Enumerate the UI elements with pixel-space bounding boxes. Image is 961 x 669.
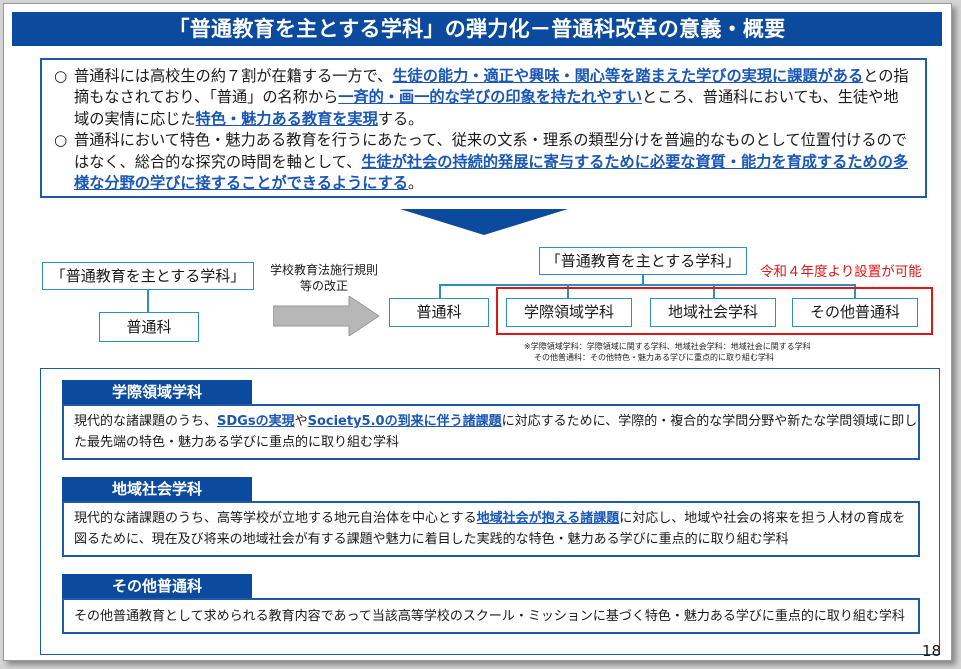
right-arrow-icon	[273, 296, 379, 336]
footnote-line1: ※学際領域学科：学際領域に関する学科、地域社会学科：地域社会に関する学科	[524, 342, 811, 351]
tree-bar	[439, 284, 855, 286]
summary-text: との指摘もなされており、「普通」の名称から	[74, 67, 909, 107]
slide: 「普通教育を主とする学科」の弾力化－普通科改革の意義・概要 ○ 普通科には高校生…	[3, 3, 952, 661]
left-heading-box: 「普通教育を主とする学科」	[42, 262, 254, 290]
section-tag-interdisciplinary: 学際領域学科	[62, 380, 252, 404]
left-connector	[147, 290, 149, 312]
slide-title: 「普通教育を主とする学科」の弾力化－普通科改革の意義・概要	[12, 12, 942, 46]
new-departments-frame	[496, 287, 933, 335]
summary-highlight: 生徒の能力・適正や興味・関心等を踏まえた学びの実現に課題がある	[392, 67, 864, 86]
section-body-community: 現代的な諸課題のうち、高等学校が立地する地元自治体を中心とする地域社会が抱える諸…	[62, 501, 920, 557]
right-item-interdisciplinary: 学際領域学科	[506, 298, 632, 327]
summary-highlight: 生徒が社会の持続的発展に寄与するために必要な資質・能力を育成するための多様な分野…	[74, 152, 909, 193]
section-text: その他普通教育として求められる教育内容であって当該高等学校のスクール・ミッション…	[74, 609, 905, 624]
summary-text: 普通科において特色・魅力ある教育を行うにあたって、従来の文系・理系の類型分けを普…	[74, 131, 907, 171]
summary-item-2: ○ 普通科において特色・魅力ある教育を行うにあたって、従来の文系・理系の類型分け…	[54, 130, 913, 194]
section-highlight: SDGsの実現	[217, 414, 295, 429]
right-item-futsuka: 普通科	[389, 298, 489, 327]
bullet-2: ○	[54, 131, 68, 150]
right-item-other: その他普通科	[792, 298, 918, 327]
law-revision-note: 学校教育法施行規則 等の改正	[254, 262, 394, 294]
red-note: 令和４年度より設置が可能	[760, 264, 922, 280]
section-body-interdisciplinary: 現代的な諸課題のうち、SDGsの実現やSociety5.0の到来に伴う諸課題に対…	[62, 404, 920, 460]
section-text: 現代的な諸課題のうち、高等学校が立地する地元自治体を中心とする	[74, 511, 477, 526]
right-item-community: 地域社会学科	[650, 298, 776, 327]
law-note-line1: 学校教育法施行規則	[269, 263, 378, 277]
tree-stem	[642, 275, 644, 285]
left-item-futsuka: 普通科	[99, 312, 199, 342]
details-frame	[40, 368, 940, 655]
summary-text: 。	[407, 174, 424, 193]
summary-text: 普通科には高校生の約７割が在籍する一方で、	[74, 67, 393, 86]
summary-highlight: 一斉的・画一的な学びの印象を持たれやすい	[338, 88, 643, 107]
section-text: に対応し、地域や社会の将来を担う人材の育成を図るために、現在及び将来の地域社会が…	[74, 511, 906, 547]
section-text: や	[294, 414, 308, 429]
tree-drop-2	[567, 284, 569, 298]
law-note-line2: 等の改正	[299, 279, 348, 293]
section-body-other: その他普通教育として求められる教育内容であって当該高等学校のスクール・ミッション…	[62, 598, 920, 634]
summary-text: ところ、普通科においても、生徒や地域の実情に応じた	[74, 88, 899, 128]
page-number: 18	[922, 642, 942, 660]
summary-highlight: 特色・魅力ある教育を実現	[195, 109, 378, 128]
summary-item-1: ○ 普通科には高校生の約７割が在籍する一方で、生徒の能力・適正や興味・関心等を踏…	[54, 66, 913, 130]
down-arrow-icon	[400, 209, 568, 235]
section-text: に対応するために、学際的・複合的な学問分野や新たな学問領域に即した最先端の特色・…	[74, 414, 918, 450]
summary-box: ○ 普通科には高校生の約７割が在籍する一方で、生徒の能力・適正や興味・関心等を踏…	[40, 58, 927, 198]
section-tag-community: 地域社会学科	[62, 477, 252, 501]
section-text: 現代的な諸課題のうち、	[74, 414, 218, 429]
footnote-line2: その他普通科：その他特色・魅力ある学びに重点的に取り組む学科	[534, 353, 774, 362]
section-highlight: 地域社会が抱える諸課題	[476, 511, 620, 526]
right-heading-box: 「普通教育を主とする学科」	[539, 247, 747, 275]
section-tag-other: その他普通科	[62, 574, 252, 598]
bullet-1: ○	[54, 67, 68, 85]
tree-drop-3	[713, 284, 715, 298]
tree-drop-1	[439, 284, 441, 298]
section-highlight: Society5.0の到来に伴う諸課題	[307, 414, 502, 429]
summary-text: する。	[377, 109, 424, 128]
tree-drop-4	[854, 284, 856, 298]
